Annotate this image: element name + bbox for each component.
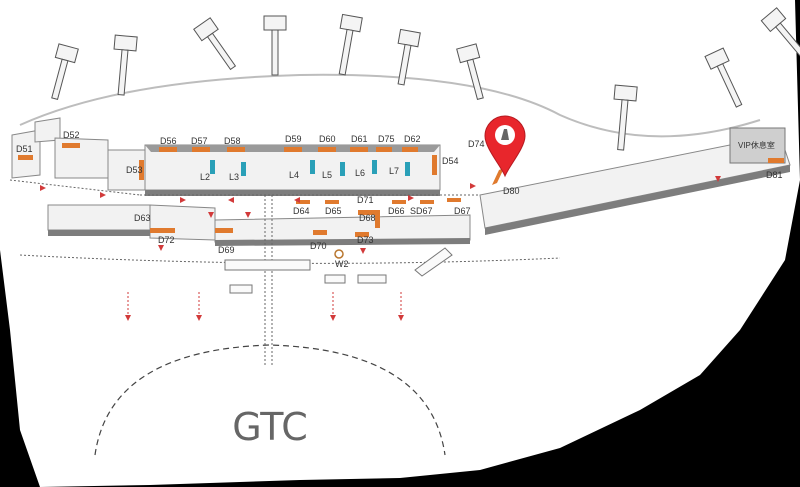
- lounge-label: L4: [289, 170, 299, 180]
- jet-bridges: [51, 7, 800, 151]
- gate-label: D70: [310, 241, 327, 251]
- gate-label: D60: [319, 134, 336, 144]
- gate-label: D51: [16, 144, 33, 154]
- gate-label: D80: [503, 186, 520, 196]
- washroom-icon: [334, 249, 344, 259]
- gate-label: D61: [351, 134, 368, 144]
- gate-label: D66: [388, 206, 405, 216]
- gate-label: D56: [160, 136, 177, 146]
- lounge-label: L3: [229, 172, 239, 182]
- location-pin-icon[interactable]: [484, 115, 526, 178]
- main-concourse: [144, 144, 441, 196]
- gate-label: D52: [63, 130, 80, 140]
- gate-label: D75: [378, 134, 395, 144]
- east-pier: [479, 127, 791, 235]
- washroom-label: W2: [335, 259, 349, 269]
- gate-label: D73: [357, 235, 374, 245]
- walkways: [9, 179, 561, 365]
- gate-label: D63: [134, 213, 151, 223]
- lower-concourse: [47, 204, 471, 246]
- lounge-label: L5: [322, 170, 332, 180]
- gate-label: D72: [158, 235, 175, 245]
- gate-label: D74: [468, 139, 485, 149]
- landside-facilities: [224, 247, 453, 294]
- gate-label: D62: [404, 134, 421, 144]
- gate-label: D53: [126, 165, 143, 175]
- gate-label: D57: [191, 136, 208, 146]
- gate-label: D64: [293, 206, 310, 216]
- gate-label: D81: [766, 170, 783, 180]
- gate-label: D58: [224, 136, 241, 146]
- gate-label: D65: [325, 206, 342, 216]
- vip-room-label: VIP休息室: [738, 140, 775, 150]
- gate-label: D69: [218, 245, 235, 255]
- lounge-label: L2: [200, 172, 210, 182]
- lounge-elevators: [210, 160, 410, 176]
- gate-label: D54: [442, 156, 459, 166]
- lounge-label: L6: [355, 168, 365, 178]
- gate-markers: [18, 143, 784, 237]
- gate-label: D67: [454, 206, 471, 216]
- gtc-label: GTC: [232, 405, 308, 449]
- gate-label: D59: [285, 134, 302, 144]
- gtc-ring: [94, 344, 446, 456]
- route-arrows: [40, 176, 721, 321]
- airside-edge: [19, 73, 761, 138]
- gate-label: D68: [359, 213, 376, 223]
- gate-label: SD67: [410, 206, 433, 216]
- gate-label: D71: [357, 195, 374, 205]
- lounge-label: L7: [389, 166, 399, 176]
